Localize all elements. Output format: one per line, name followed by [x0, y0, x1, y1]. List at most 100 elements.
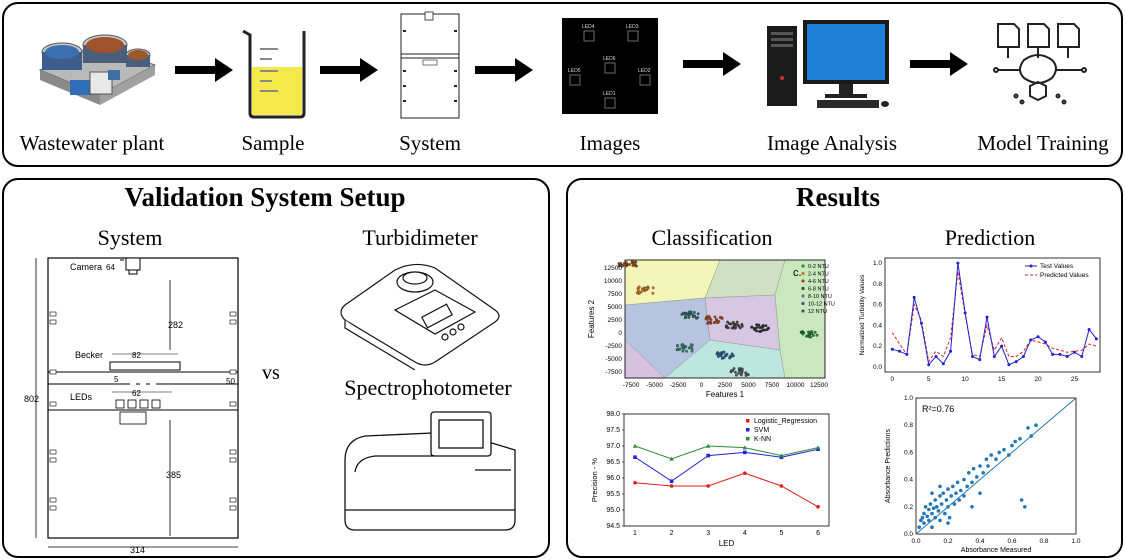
- y-tick-label: 0: [618, 330, 622, 337]
- system-schematic-icon: [400, 11, 460, 119]
- series-line: [634, 448, 819, 482]
- data-point: [632, 443, 638, 448]
- data-point: [919, 518, 923, 523]
- wastewater-plant-icon: [38, 34, 157, 105]
- data-point: [1007, 453, 1011, 457]
- scatter-point: [708, 320, 712, 324]
- x-tick-label: 3: [706, 530, 710, 537]
- scatter-point: [637, 285, 641, 289]
- scatter-point: [689, 310, 693, 314]
- width-dim: 314: [130, 545, 145, 555]
- data-point: [934, 354, 938, 358]
- scatter-point: [716, 355, 720, 358]
- data-point: [936, 509, 941, 513]
- data-point: [930, 491, 934, 495]
- scatter-point: [729, 369, 733, 373]
- data-point: [1043, 340, 1047, 344]
- y-tick-label: 0.8: [873, 281, 882, 288]
- step-label-system: System: [399, 131, 461, 155]
- scatter-point: [744, 372, 748, 376]
- data-point: [978, 464, 982, 468]
- data-point: [923, 505, 928, 509]
- y-tick-label: 96.5: [606, 459, 620, 466]
- led-image-label: LED3: [626, 24, 639, 30]
- scatter-point: [750, 325, 754, 329]
- scatter-point: [760, 325, 764, 329]
- x-tick-label: 25: [1071, 376, 1079, 383]
- arrow-right-icon: [683, 52, 741, 76]
- prediction-label: Prediction: [944, 225, 1036, 250]
- scatter-point: [617, 264, 621, 268]
- x-tick-label: 0.2: [943, 538, 952, 545]
- becker-label: Becker: [75, 350, 103, 360]
- data-point: [890, 347, 894, 351]
- scatter-point: [763, 328, 766, 332]
- data-point: [1094, 337, 1098, 341]
- step-label-model-training: Model Training: [977, 131, 1109, 155]
- becker-dim: 82: [132, 351, 141, 360]
- scatter-point: [737, 367, 741, 370]
- data-point: [1013, 439, 1017, 444]
- slot-dim: 5: [114, 375, 119, 384]
- data-point: [1065, 354, 1069, 358]
- fit-line: [915, 397, 1077, 535]
- scatter-point: [623, 263, 627, 267]
- data-point: [706, 453, 710, 458]
- data-point: [912, 295, 916, 299]
- data-point: [928, 502, 933, 506]
- scatter-point: [691, 315, 695, 319]
- data-point: [743, 471, 747, 475]
- data-point: [633, 481, 637, 485]
- scatter-point: [640, 287, 644, 291]
- scatter-point: [636, 288, 640, 291]
- x-tick-label: 7500: [765, 382, 780, 389]
- scatter-point: [737, 371, 741, 375]
- data-point: [922, 511, 926, 516]
- data-point: [947, 515, 952, 520]
- x-tick-label: 0.6: [1007, 538, 1016, 545]
- scatter-point: [644, 287, 648, 291]
- legend-marker: [801, 264, 805, 268]
- x-tick-label: 6: [816, 530, 820, 537]
- scatter-point: [731, 354, 735, 358]
- data-point: [935, 505, 939, 509]
- legend-entry: 10-12 NTU: [808, 302, 835, 308]
- scatter-point: [801, 332, 805, 336]
- plot-frame: [624, 259, 826, 379]
- turbidimeter-icon: [340, 263, 500, 370]
- plot-frame: [884, 257, 1101, 373]
- lower-gap-dim: 385: [166, 470, 181, 480]
- data-point: [743, 450, 747, 455]
- scatter-point: [636, 291, 639, 295]
- scatter-point: [676, 344, 679, 348]
- data-point: [989, 453, 993, 457]
- data-point: [930, 511, 934, 516]
- data-point: [927, 518, 931, 523]
- scatter-point: [689, 343, 693, 347]
- data-point: [669, 456, 674, 461]
- x-tick-label: 10: [962, 376, 970, 383]
- scatter-point: [646, 287, 650, 290]
- legend-marker: [801, 309, 805, 313]
- x-axis-label: LED: [719, 539, 735, 548]
- led-images-icon: LED4 LED3 LED6 LED5 LED2 LED1: [562, 18, 658, 114]
- y-tick-label: -5000: [605, 356, 622, 363]
- data-point: [1080, 354, 1084, 358]
- data-point: [779, 484, 784, 488]
- legend-marker: [801, 286, 805, 291]
- legend-entry: 2-4 NTU: [808, 272, 829, 278]
- x-tick-label: 1.0: [1071, 538, 1080, 545]
- scatter-point: [718, 316, 722, 319]
- data-point: [967, 471, 971, 475]
- data-point: [951, 484, 955, 489]
- x-tick-label: 5: [779, 530, 783, 537]
- side-dim: 50: [226, 377, 235, 386]
- data-point: [1072, 350, 1076, 354]
- data-point: [1007, 363, 1011, 367]
- data-point: [994, 457, 998, 461]
- y-tick-label: -2500: [605, 343, 622, 350]
- data-point: [985, 315, 989, 319]
- x-tick-label: 10000: [786, 382, 804, 389]
- scatter-point: [685, 349, 688, 353]
